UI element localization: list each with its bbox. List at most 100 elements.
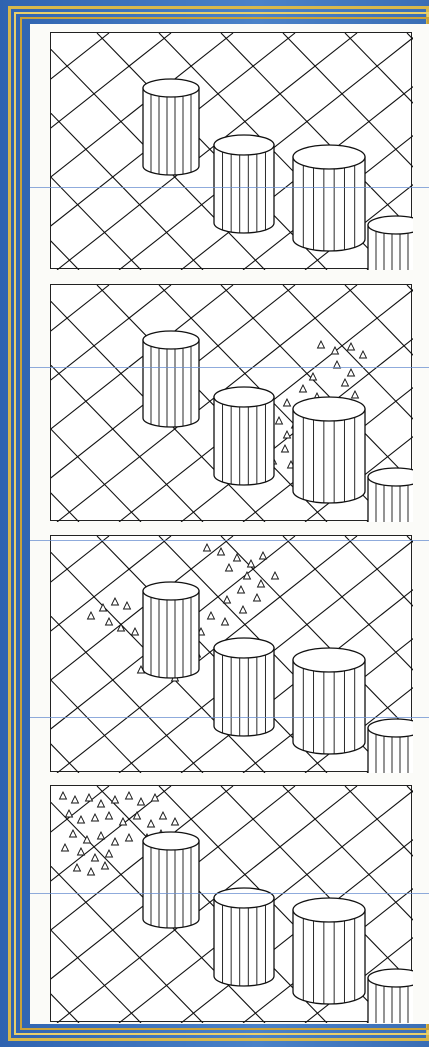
cylinder-top <box>293 898 365 922</box>
boid-icon <box>360 351 367 358</box>
boid-icon <box>160 812 167 819</box>
cylinder-obstacle <box>368 216 413 270</box>
boid-icon <box>126 792 133 799</box>
scan-line <box>30 187 429 188</box>
cylinder-top <box>293 397 365 421</box>
boid-icon <box>86 794 93 801</box>
grid-line <box>51 33 109 270</box>
boids-scene-4 <box>51 786 413 1023</box>
boid-icon <box>66 810 73 817</box>
cylinder-obstacle <box>143 582 199 678</box>
cylinder-top <box>293 648 365 672</box>
boids-panel-2 <box>50 284 412 521</box>
cylinder-top <box>214 135 274 155</box>
cylinder-top <box>143 582 199 600</box>
boid-icon <box>112 796 119 803</box>
boid-icon <box>60 792 67 799</box>
boid-icon <box>106 850 113 857</box>
cylinder-obstacle <box>143 331 199 427</box>
cylinder-top <box>143 331 199 349</box>
cylinder-obstacle <box>214 387 274 485</box>
grid-line <box>51 536 109 773</box>
boids-scene-1 <box>51 33 413 270</box>
cylinder-obstacle <box>214 135 274 233</box>
boid-icon <box>224 596 231 603</box>
boid-icon <box>132 628 139 635</box>
cylinder-obstacle <box>293 648 365 754</box>
boid-icon <box>222 618 229 625</box>
boid-icon <box>342 379 349 386</box>
cylinder-obstacle <box>143 832 199 928</box>
grid-line <box>51 285 233 522</box>
cylinder-obstacle <box>368 468 413 522</box>
boids-panel-1 <box>50 32 412 269</box>
boid-icon <box>124 602 131 609</box>
cylinder-top <box>368 216 413 234</box>
boid-icon <box>92 814 99 821</box>
cylinder-obstacle <box>293 397 365 503</box>
boids-scene-3 <box>51 536 413 773</box>
boid-icon <box>260 552 267 559</box>
scan-line <box>30 540 429 541</box>
grid-line <box>51 33 233 270</box>
boid-icon <box>248 560 255 567</box>
cylinder-top <box>368 969 413 987</box>
scan-line <box>30 893 429 894</box>
boid-icon <box>348 369 355 376</box>
cylinder-top <box>214 387 274 407</box>
boid-icon <box>272 572 279 579</box>
cylinder-body <box>293 409 365 503</box>
boid-icon <box>70 830 77 837</box>
cylinder-top <box>368 468 413 486</box>
boid-icon <box>138 798 145 805</box>
cylinder-obstacle <box>293 898 365 1004</box>
boid-icon <box>134 812 141 819</box>
cylinder-obstacle <box>368 969 413 1023</box>
cylinder-obstacle <box>368 719 413 773</box>
boid-icon <box>284 431 291 438</box>
boid-icon <box>62 844 69 851</box>
cylinder-obstacle <box>143 79 199 175</box>
boid-icon <box>352 391 359 398</box>
boid-icon <box>284 399 291 406</box>
boid-icon <box>300 385 307 392</box>
boid-icon <box>172 818 179 825</box>
boid-icon <box>238 586 245 593</box>
boid-icon <box>254 594 261 601</box>
boid-icon <box>240 606 247 613</box>
cylinder-top <box>143 79 199 97</box>
boid-icon <box>276 417 283 424</box>
boid-icon <box>112 838 119 845</box>
cylinder-body <box>293 157 365 251</box>
boid-icon <box>106 618 113 625</box>
cylinder-body <box>293 910 365 1004</box>
boid-icon <box>78 816 85 823</box>
boid-icon <box>74 864 81 871</box>
boid-icon <box>348 343 355 350</box>
boid-icon <box>218 548 225 555</box>
grid-line <box>51 536 233 773</box>
boid-icon <box>226 564 233 571</box>
grid-line <box>51 285 79 522</box>
cylinder-top <box>214 888 274 908</box>
boid-icon <box>332 347 339 354</box>
grid-line <box>51 285 109 522</box>
cylinder-obstacle <box>293 145 365 251</box>
boid-icon <box>204 544 211 551</box>
cylinder-body <box>293 660 365 754</box>
grid-line <box>51 33 79 270</box>
grid-line <box>51 536 79 773</box>
boids-scene-2 <box>51 285 413 522</box>
cylinder-top <box>214 638 274 658</box>
boids-panel-4 <box>50 785 412 1022</box>
scan-line <box>30 717 429 718</box>
boid-icon <box>318 341 325 348</box>
cylinder-top <box>293 145 365 169</box>
cylinder-obstacle <box>214 638 274 736</box>
boid-icon <box>98 800 105 807</box>
boid-icon <box>148 820 155 827</box>
boid-icon <box>98 832 105 839</box>
boid-icon <box>282 445 289 452</box>
boid-icon <box>88 612 95 619</box>
boid-icon <box>106 812 113 819</box>
